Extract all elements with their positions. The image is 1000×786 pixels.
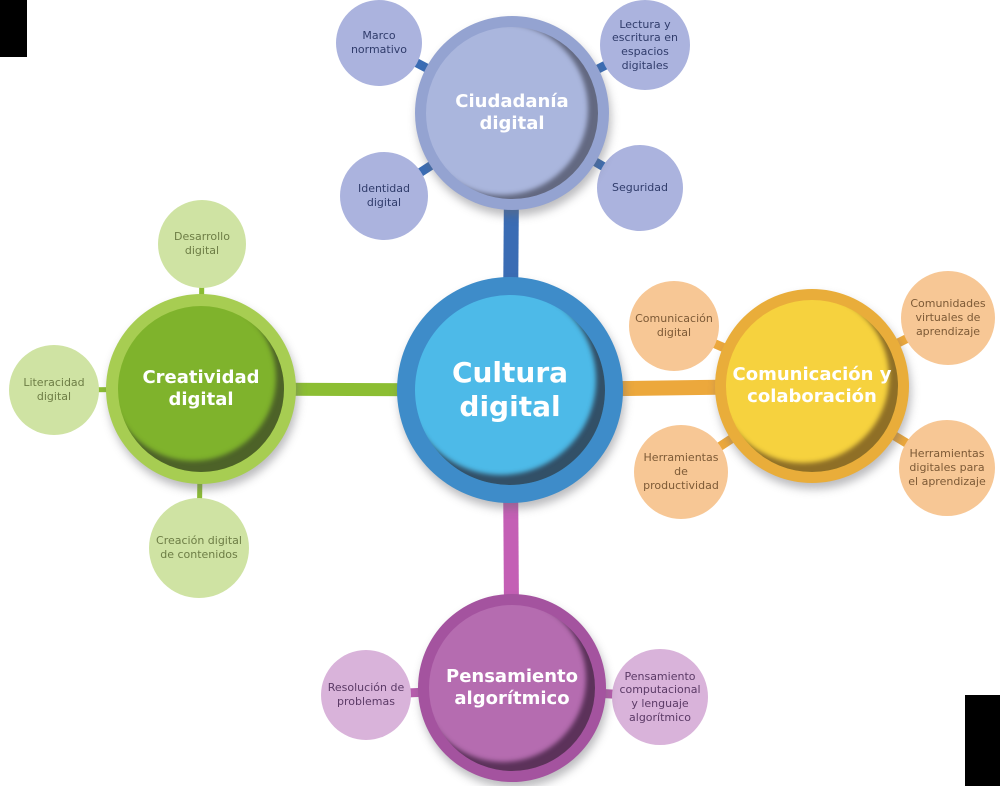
node-comunicacion-digital: Comunicación digital bbox=[629, 281, 719, 371]
node-label: Ciudadanía digital bbox=[455, 91, 569, 134]
node-inner-circle: Ciudadanía digital bbox=[426, 27, 598, 199]
node-ciudadania-digital: Ciudadanía digital bbox=[415, 16, 609, 210]
node-label: Identidad digital bbox=[357, 182, 411, 209]
node-pensamiento-computacional: Pensamiento computacional y lenguaje alg… bbox=[612, 649, 708, 745]
node-identidad-digital: Identidad digital bbox=[340, 152, 428, 240]
node-lectura-escritura: Lectura y escritura en espacios digitale… bbox=[600, 0, 690, 90]
node-label: Literacidad digital bbox=[23, 376, 85, 403]
node-label: Cultura digital bbox=[451, 355, 569, 423]
node-label: Marco normativo bbox=[350, 29, 408, 56]
node-desarrollo-digital: Desarrollo digital bbox=[158, 200, 246, 288]
node-inner-circle: Comunicación y colaboración bbox=[726, 300, 898, 472]
node-comunicacion-colaboracion: Comunicación y colaboración bbox=[715, 289, 909, 483]
node-label: Pensamiento computacional y lenguaje alg… bbox=[619, 669, 701, 724]
node-label: Herramientas digitales para el aprendiza… bbox=[908, 447, 986, 488]
node-creacion-contenidos: Creación digital de contenidos bbox=[149, 498, 249, 598]
node-resolucion-problemas: Resolución de problemas bbox=[321, 650, 411, 740]
node-label: Herramientas de productividad bbox=[643, 451, 719, 492]
node-comunidades-virtuales: Comunidades virtuales de aprendizaje bbox=[901, 271, 995, 365]
node-inner-circle: Pensamiento algorítmico bbox=[429, 605, 595, 771]
node-marco-normativo: Marco normativo bbox=[336, 0, 422, 86]
node-label: Resolución de problemas bbox=[327, 681, 405, 708]
scan-artifact-top-left bbox=[0, 0, 27, 57]
node-herramientas-productividad: Herramientas de productividad bbox=[634, 425, 728, 519]
node-seguridad: Seguridad bbox=[597, 145, 683, 231]
scan-artifact-bottom-right bbox=[965, 695, 1000, 786]
node-literacidad-digital: Literacidad digital bbox=[9, 345, 99, 435]
node-creatividad-digital: Creatividad digital bbox=[106, 294, 296, 484]
node-label: Creatividad digital bbox=[142, 367, 260, 410]
node-herramientas-digitales: Herramientas digitales para el aprendiza… bbox=[899, 420, 995, 516]
node-cultura-digital: Cultura digital bbox=[397, 277, 623, 503]
node-label: Pensamiento algorítmico bbox=[446, 666, 578, 709]
node-label: Desarrollo digital bbox=[174, 230, 230, 257]
node-label: Seguridad bbox=[611, 181, 668, 195]
node-label: Comunidades virtuales de aprendizaje bbox=[910, 297, 986, 338]
node-inner-circle: Creatividad digital bbox=[118, 306, 284, 472]
node-label: Comunicación y colaboración bbox=[732, 364, 892, 407]
node-label: Creación digital de contenidos bbox=[156, 534, 242, 561]
node-label: Lectura y escritura en espacios digitale… bbox=[612, 17, 678, 72]
node-inner-circle: Cultura digital bbox=[415, 295, 605, 485]
node-pensamiento-algoritmico: Pensamiento algorítmico bbox=[418, 594, 606, 782]
node-label: Comunicación digital bbox=[635, 312, 713, 339]
